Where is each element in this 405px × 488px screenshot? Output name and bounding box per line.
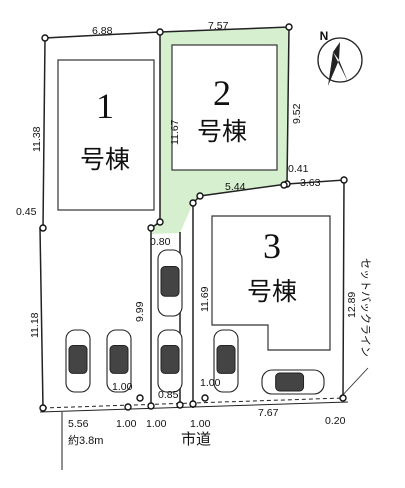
dim-front-3: 1.00 xyxy=(200,377,221,389)
dim-lot2-offset: 0.41 xyxy=(288,163,309,175)
dim-driveway-width: 0.80 xyxy=(150,236,171,248)
lot-2-3-boundary xyxy=(192,183,288,408)
compass-label: N xyxy=(320,29,329,43)
dim-lot1-top: 6.88 xyxy=(92,25,113,37)
dim-driveway-length: 9.99 xyxy=(134,301,146,322)
building-2-name: 号棟 xyxy=(197,118,247,146)
boundary-marker xyxy=(340,176,348,184)
parking-cars xyxy=(65,249,325,395)
building-2-number: 2 xyxy=(213,73,231,113)
building-3-footprint xyxy=(211,215,331,351)
building-footprints xyxy=(57,44,331,351)
boundary-marker xyxy=(201,394,209,402)
car-icon xyxy=(157,249,183,317)
building-1-number: 1 xyxy=(96,86,114,126)
dim-bottom-left: 5.56 xyxy=(68,418,89,430)
boundary-marker xyxy=(39,224,47,232)
boundary-marker xyxy=(285,23,293,31)
car-icon xyxy=(157,329,183,393)
dim-lot2-inner: 11.67 xyxy=(169,119,181,145)
building-1-footprint xyxy=(57,59,155,211)
dim-lot1-corner: 0.45 xyxy=(16,206,37,218)
boundary-marker xyxy=(41,34,49,42)
boundary-marker xyxy=(136,394,144,402)
lot-1-2-boundary xyxy=(150,32,161,408)
boundary-marker xyxy=(280,181,288,189)
boundary-marker xyxy=(124,403,132,411)
boundary-marker xyxy=(147,224,155,232)
setback-label: セットバックライン xyxy=(359,258,372,357)
building-labels: 1 号棟 2 号棟 3 号棟 xyxy=(80,73,297,306)
dim-lot1-left-lower: 11.18 xyxy=(29,312,41,338)
dim-lot2-right: 9.52 xyxy=(291,103,303,124)
boundary-marker xyxy=(39,404,47,412)
dim-bottom-2: 1.00 xyxy=(146,418,167,430)
boundary-marker xyxy=(339,394,347,402)
dimension-labels: 6.88 7.57 11.38 0.45 11.18 11.67 9.52 0.… xyxy=(16,20,358,430)
boundary-markers xyxy=(39,23,348,412)
dim-lot2-bottom: 5.44 xyxy=(225,181,246,193)
dim-front-1: 1.00 xyxy=(112,381,133,393)
dim-bottom-corner: 0.20 xyxy=(325,415,346,427)
dim-lot3-left: 11.69 xyxy=(199,286,211,312)
building-1-name: 号棟 xyxy=(80,146,130,174)
road-name: 市道 xyxy=(181,431,211,448)
car-icon xyxy=(65,329,91,393)
boundary-marker xyxy=(156,218,164,226)
car-icon xyxy=(106,329,132,393)
boundary-marker xyxy=(156,28,164,36)
boundary-marker xyxy=(176,401,184,409)
dim-lot1-left-upper: 11.38 xyxy=(31,126,43,152)
boundary-marker xyxy=(189,199,197,207)
setback-leader xyxy=(339,367,369,399)
building-2-footprint xyxy=(171,44,278,171)
dim-lot3-right: 12.89 xyxy=(346,292,358,318)
building-3-name: 号棟 xyxy=(247,278,297,306)
dim-lot3-top: 3.63 xyxy=(300,177,321,189)
dim-lot2-top: 7.57 xyxy=(208,20,229,32)
road-width: 約3.8m xyxy=(68,433,103,447)
dim-bottom-1: 1.00 xyxy=(116,418,137,430)
car-icon xyxy=(261,369,325,395)
dim-bottom-3: 1.00 xyxy=(190,418,211,430)
boundary-marker xyxy=(147,402,155,410)
building-3-number: 3 xyxy=(263,226,281,266)
dim-bottom-right: 7.67 xyxy=(258,407,279,419)
boundary-marker xyxy=(189,400,197,408)
dim-front-2: 0.85 xyxy=(158,389,179,401)
north-arrow-icon: N xyxy=(317,29,363,86)
boundary-marker xyxy=(196,192,204,200)
car-icon xyxy=(213,329,239,393)
